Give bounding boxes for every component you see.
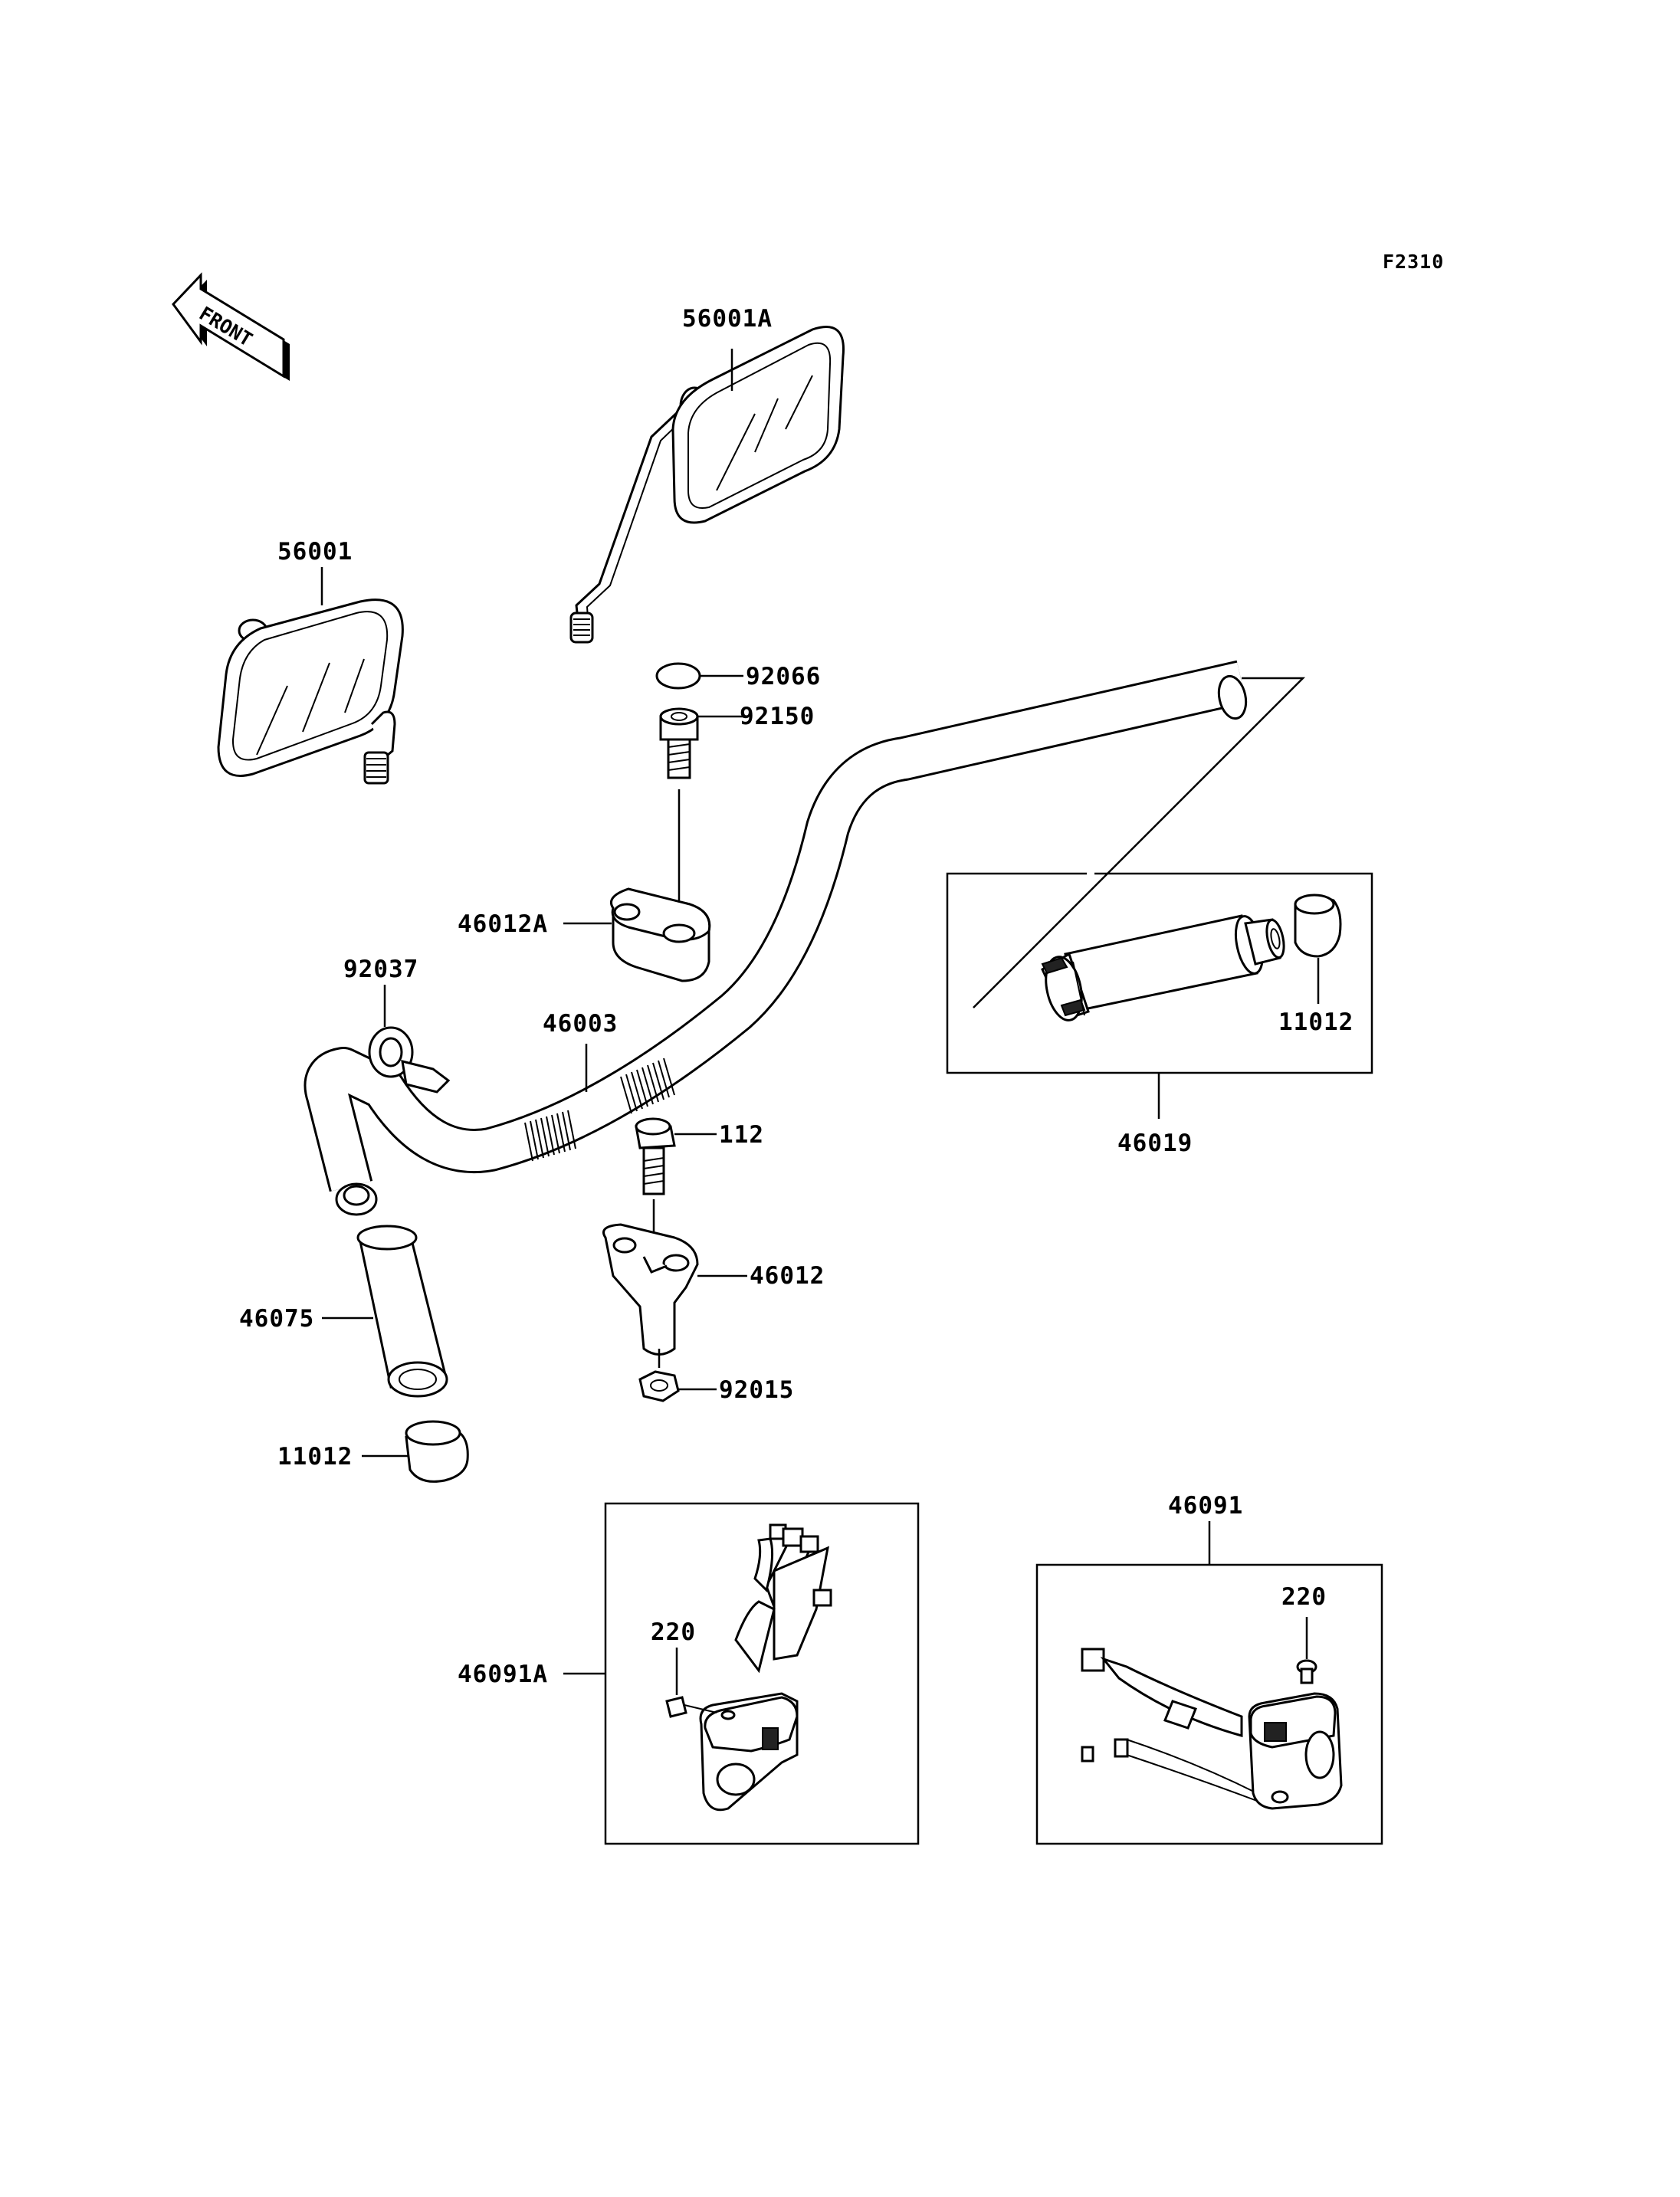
switch-left-box — [563, 1502, 920, 1845]
mirror-left — [217, 567, 404, 785]
switch-left — [665, 1523, 832, 1812]
switch-right-box — [1035, 1521, 1383, 1845]
label-56001A: 56001A — [682, 305, 773, 333]
label-220-right: 220 — [1281, 1583, 1327, 1611]
label-46091A: 46091A — [458, 1661, 548, 1688]
front-arrow-icon: FRONT — [172, 272, 290, 381]
mirror-right — [569, 326, 845, 644]
label-112: 112 — [719, 1121, 764, 1149]
throttle-grip-box — [946, 872, 1373, 1119]
switch-right — [1081, 1617, 1343, 1810]
label-46019: 46019 — [1117, 1130, 1193, 1157]
bolt-mid — [635, 1117, 717, 1234]
label-46012: 46012 — [750, 1262, 825, 1290]
handlebar — [304, 660, 1306, 1216]
label-92015: 92015 — [719, 1376, 794, 1404]
grip-left — [322, 1225, 448, 1398]
figure-reference: F2310 — [1383, 251, 1444, 273]
label-92037: 92037 — [343, 956, 418, 983]
label-220-left: 220 — [651, 1618, 696, 1646]
label-11012-left: 11012 — [277, 1443, 353, 1471]
end-weight-right — [1294, 894, 1342, 1004]
label-46012A: 46012A — [458, 910, 548, 938]
holder-lower — [602, 1223, 747, 1356]
label-46075: 46075 — [239, 1305, 314, 1333]
callout-labels: 56001A 56001 92066 92150 46012A 92037 46… — [239, 305, 1354, 1688]
label-92066: 92066 — [746, 663, 821, 690]
cap — [655, 662, 701, 690]
nut — [638, 1349, 717, 1402]
holder-upper — [563, 887, 711, 982]
label-92150: 92150 — [740, 703, 815, 730]
label-46003: 46003 — [543, 1010, 618, 1038]
label-46091: 46091 — [1168, 1492, 1243, 1520]
bolt-top — [659, 707, 743, 900]
end-weight-left — [362, 1420, 469, 1483]
label-11012-right: 11012 — [1278, 1008, 1354, 1036]
label-56001: 56001 — [277, 538, 353, 566]
clamp — [368, 985, 451, 1094]
throttle-grip — [1041, 914, 1285, 1021]
